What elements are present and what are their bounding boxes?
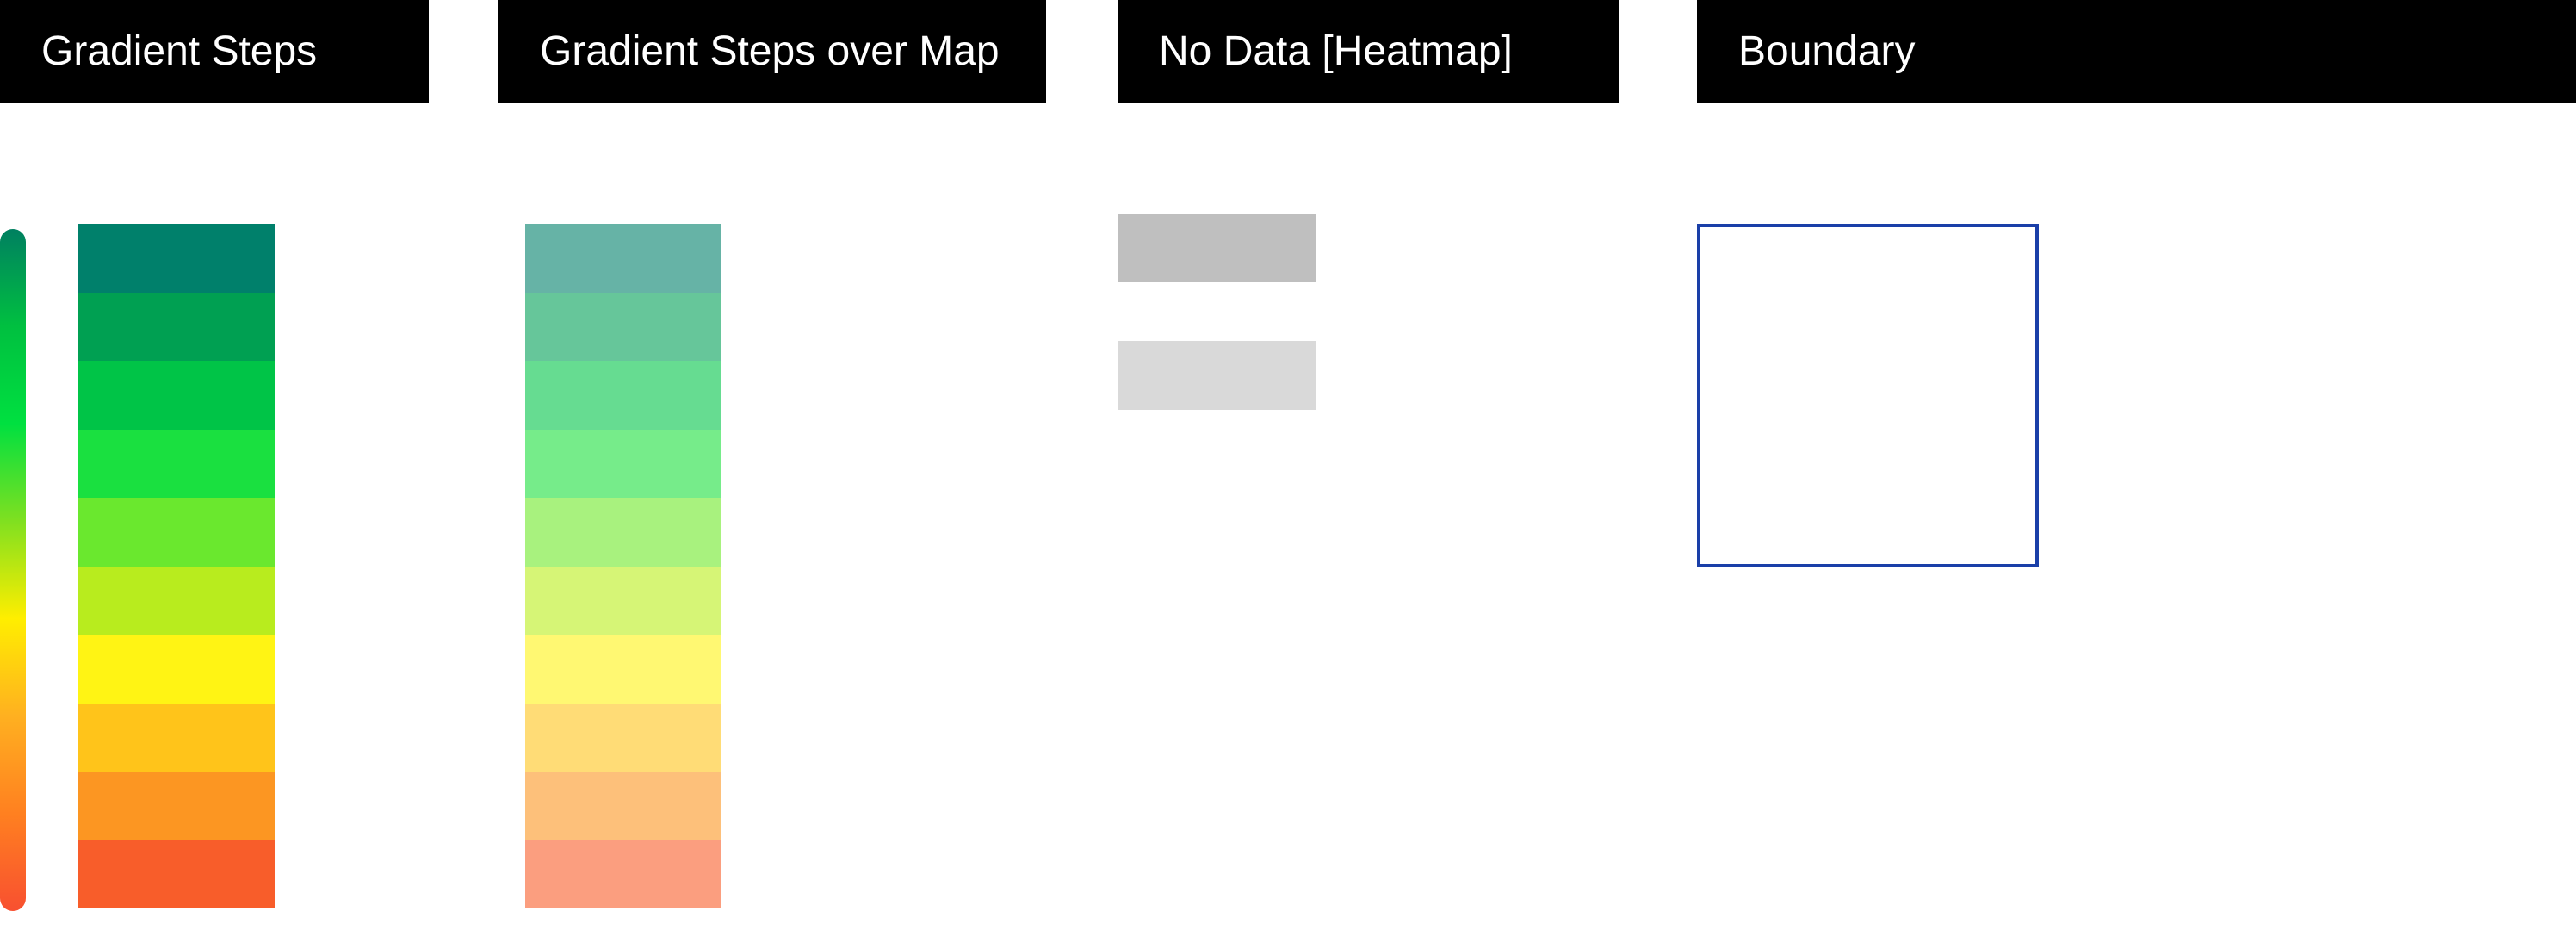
gradient-step-over-map-swatch-1: [525, 224, 721, 293]
gradient-step-over-map-swatch-9: [525, 772, 721, 840]
gradient-step-over-map-swatch-3: [525, 361, 721, 430]
no-data-swatch-light: [1118, 341, 1316, 410]
gradient-step-over-map-swatch-10: [525, 840, 721, 908]
gradient-step-swatch-9: [78, 772, 275, 840]
header-boundary-label: Boundary: [1738, 28, 1916, 74]
boundary-outline: [1697, 224, 2039, 567]
gradient-step-over-map-swatch-2: [525, 292, 721, 361]
header-no-data-heatmap: No Data [Heatmap]: [1118, 0, 1619, 103]
gradient-step-over-map-swatch-5: [525, 498, 721, 567]
gradient-step-swatch-1: [78, 224, 275, 293]
header-boundary: Boundary: [1697, 0, 2576, 103]
header-gradient-steps: Gradient Steps: [0, 0, 429, 103]
header-no-data-heatmap-label: No Data [Heatmap]: [1159, 28, 1513, 74]
header-gradient-steps-over-map-label: Gradient Steps over Map: [540, 28, 1000, 74]
gradient-step-swatch-10: [78, 840, 275, 908]
gradient-step-swatch-8: [78, 703, 275, 772]
gradient-step-over-map-swatch-8: [525, 703, 721, 772]
gradient-step-swatch-6: [78, 566, 275, 635]
header-gradient-steps-label: Gradient Steps: [41, 28, 318, 74]
gradient-step-swatch-3: [78, 361, 275, 430]
gradient-step-swatch-2: [78, 292, 275, 361]
gradient-step-over-map-swatch-6: [525, 566, 721, 635]
gradient-step-over-map-swatch-4: [525, 429, 721, 498]
no-data-swatch-dark: [1118, 214, 1316, 282]
gradient-step-swatch-4: [78, 429, 275, 498]
gradient-step-swatch-5: [78, 498, 275, 567]
gradient-step-swatch-7: [78, 635, 275, 704]
gradient-steps-swatches: [78, 224, 275, 908]
gradient-steps-over-map-swatches: [525, 224, 721, 908]
header-gradient-steps-over-map: Gradient Steps over Map: [498, 0, 1046, 103]
continuous-gradient-bar: [0, 229, 26, 911]
gradient-step-over-map-swatch-7: [525, 635, 721, 704]
